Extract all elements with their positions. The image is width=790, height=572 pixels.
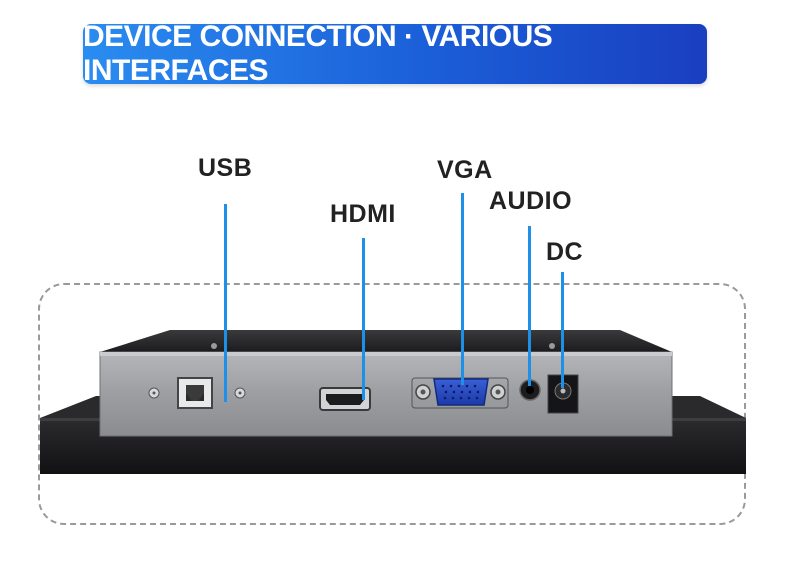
vga-callout-line (461, 193, 464, 385)
vga-label: VGA (437, 156, 493, 184)
hdmi-port-icon (319, 387, 371, 411)
screw-icon (211, 343, 217, 349)
audio-callout-line (528, 226, 531, 386)
title-banner: DEVICE CONNECTION · VARIOUS INTERFACES (83, 20, 707, 87)
housing-top (100, 330, 672, 352)
screw-icon (549, 343, 555, 349)
dashed-frame (38, 283, 746, 525)
dc-label: DC (546, 238, 584, 266)
audio-jack-icon (519, 379, 541, 401)
banner-title: DEVICE CONNECTION · VARIOUS INTERFACES (83, 20, 553, 87)
vga-port-icon (411, 377, 509, 409)
hdmi-label: HDMI (330, 200, 396, 228)
usb-callout-line (224, 204, 227, 402)
dc-callout-line (561, 272, 564, 388)
hdmi-callout-line (362, 238, 365, 400)
usb-port-icon (177, 377, 213, 409)
audio-label: AUDIO (489, 187, 573, 215)
usb-label: USB (198, 154, 253, 182)
